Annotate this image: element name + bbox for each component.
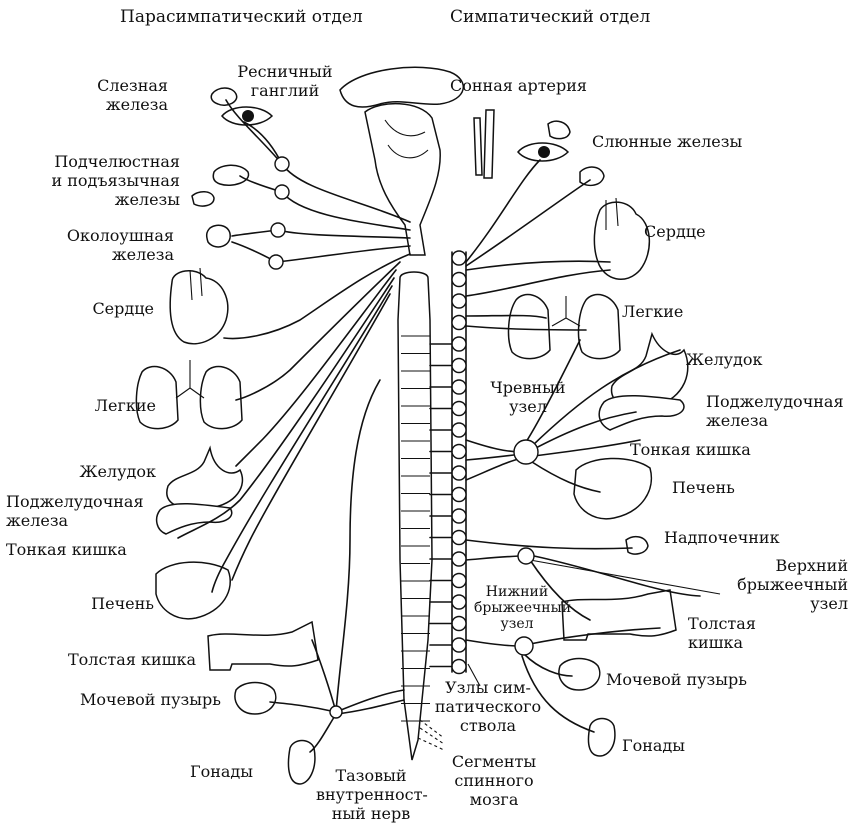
- label-inferior-mesenteric-ganglion: Нижний брыжеечный узел: [474, 584, 572, 632]
- label-celiac-ganglion: Чревный узел: [490, 378, 566, 416]
- label-pancreas-right: Поджелудочная железа: [706, 392, 844, 430]
- label-small-intestine-left: Тонкая кишка: [6, 540, 127, 559]
- label-liver-left: Печень: [91, 594, 154, 613]
- sympathetic-chain-ganglion: [451, 314, 467, 331]
- sympathetic-chain-ganglion: [451, 379, 467, 395]
- label-heart-left: Сердце: [92, 299, 154, 318]
- sympathetic-chain-ganglion: [451, 486, 467, 503]
- sympathetic-chain-ganglion: [451, 658, 467, 675]
- sympathetic-chain-ganglion: [451, 293, 467, 309]
- superior-mesenteric-ganglion: [517, 547, 535, 565]
- sympathetic-chain-ganglion: [451, 336, 467, 352]
- sympathetic-chain-ganglion: [451, 271, 467, 288]
- spinal-cord: [397, 271, 433, 761]
- label-pancreas-left: Поджелудочная железа: [6, 492, 144, 530]
- label-ciliary-ganglion: Ресничный ганглий: [237, 62, 333, 100]
- sympathetic-chain-ganglion: [451, 465, 467, 481]
- sympathetic-chain-ganglion: [451, 508, 467, 524]
- label-liver-right: Печень: [672, 478, 735, 497]
- ganglia: [268, 156, 539, 719]
- ciliary-ganglion: [274, 156, 290, 172]
- label-stomach-left: Желудок: [79, 462, 156, 481]
- label-submandibular-glands: Подчелюстная и подъязычная железы: [51, 152, 180, 209]
- inferior-mesenteric-ganglion: [514, 636, 534, 656]
- celiac-ganglion: [513, 439, 539, 465]
- label-bladder-left: Мочевой пузырь: [80, 690, 221, 709]
- pelvic-ganglion: [329, 705, 343, 719]
- parasympathetic-header: Парасимпатический отдел: [120, 7, 363, 27]
- sympathetic-chain-ganglion: [451, 637, 467, 653]
- label-gonads-left: Гонады: [190, 762, 254, 781]
- label-adrenal-gland: Надпочечник: [664, 528, 780, 547]
- label-spinal-cord-segments: Сегменты спинного мозга: [451, 752, 537, 809]
- sympathetic-nerves: [417, 159, 721, 751]
- sympathetic-chain: [429, 250, 467, 675]
- label-stomach-right: Желудок: [686, 350, 763, 369]
- brain: [339, 66, 465, 256]
- sympathetic-chain-ganglion: [451, 615, 467, 632]
- label-lungs-right: Легкие: [622, 302, 684, 321]
- label-lungs-left: Легкие: [94, 396, 156, 415]
- sympathetic-header: Симпатический отдел: [450, 7, 651, 27]
- sympathetic-chain-ganglion: [451, 400, 467, 417]
- label-gonads-right: Гонады: [622, 736, 686, 755]
- label-sympathetic-trunk-ganglia: Узлы сим- патического ствола: [434, 678, 542, 735]
- sympathetic-chain-ganglion: [451, 422, 467, 438]
- label-lacrimal-gland: Слезная железа: [97, 76, 168, 114]
- label-pelvic-splanchnic-nerve: Тазовый внутренност- ный нерв: [316, 766, 428, 823]
- sympathetic-chain-ganglion: [451, 572, 467, 589]
- sympathetic-chain-ganglion: [451, 443, 467, 460]
- sympathetic-chain-ganglion: [451, 357, 467, 374]
- sympathetic-chain-ganglion: [451, 594, 467, 610]
- label-bladder-right: Мочевой пузырь: [606, 670, 747, 689]
- sympathetic-chain-ganglion: [451, 551, 467, 567]
- label-heart-right: Сердце: [644, 222, 706, 241]
- label-colon-right: Толстая кишка: [688, 614, 756, 652]
- label-superior-mesenteric-ganglion: Верхний брыжеечный узел: [737, 556, 848, 613]
- label-carotid-artery: Сонная артерия: [450, 76, 588, 95]
- label-small-intestine-right: Тонкая кишка: [630, 440, 751, 459]
- sympathetic-chain-ganglion: [451, 250, 467, 266]
- sympathetic-chain-ganglion: [451, 529, 467, 546]
- carotid-artery: [473, 109, 495, 179]
- right-organs: [507, 120, 689, 757]
- label-parotid-gland: Околоушная железа: [66, 226, 174, 264]
- label-colon-left: Толстая кишка: [68, 650, 197, 669]
- label-salivary-glands: Слюнные железы: [592, 132, 743, 151]
